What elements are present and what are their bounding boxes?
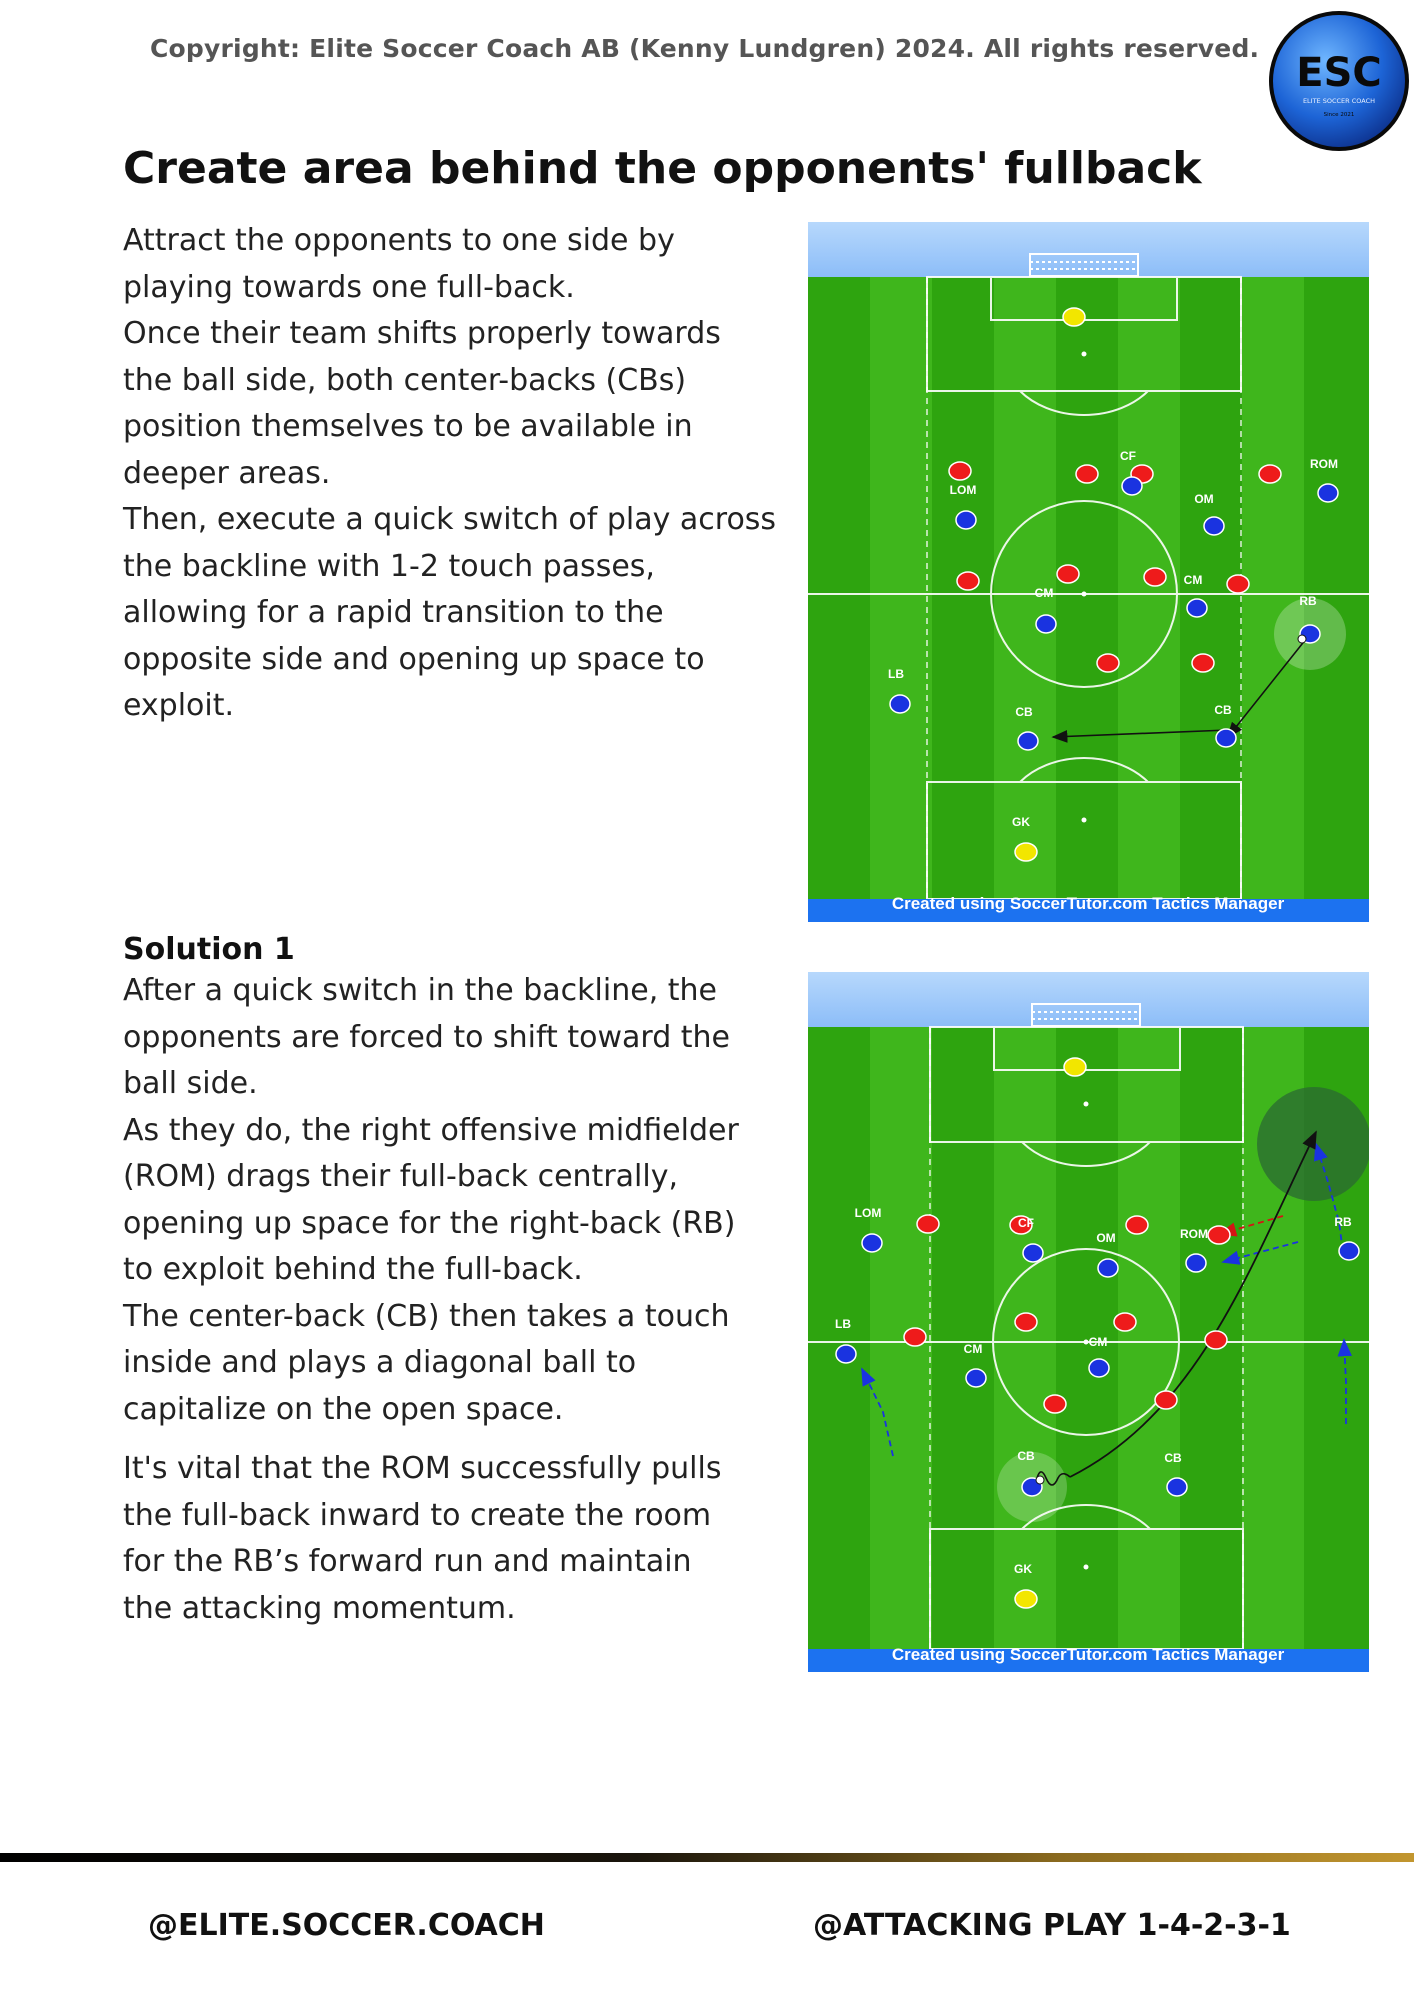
- text-line: playing towards one full-back.: [123, 269, 575, 305]
- text-line: the backline with 1-2 touch passes,: [123, 548, 655, 584]
- label-cf: CF: [1018, 1216, 1034, 1230]
- label-rom: ROM: [1180, 1227, 1208, 1241]
- page-title: Create area behind the opponents' fullba…: [123, 143, 1202, 194]
- text-line: As they do, the right offensive midfield…: [123, 1112, 739, 1148]
- label-lom: LOM: [950, 483, 977, 497]
- text-line: inside and plays a diagonal ball to: [123, 1345, 637, 1380]
- label-lb: LB: [888, 667, 904, 681]
- text-line: the ball side, both center-backs (CBs): [123, 362, 687, 398]
- label-cm-left: CM: [1035, 586, 1054, 600]
- text-line: deeper areas.: [123, 455, 331, 491]
- text-line: The center-back (CB) then takes a touch: [123, 1298, 730, 1334]
- footer-topic: @ATTACKING PLAY 1-4-2-3-1: [813, 1908, 1291, 1943]
- label-cb-left: CB: [1017, 1449, 1035, 1463]
- text-line: Attract the opponents to one side by: [123, 223, 675, 258]
- label-cb-right: CB: [1214, 703, 1232, 717]
- label-gk: GK: [1012, 815, 1030, 829]
- tactics-diagram-2: LOM CF OM ROM RB LB CM CM CB CB GK Creat…: [808, 972, 1369, 1672]
- esc-logo: ESC ELITE SOCCER COACH Since 2021: [1269, 11, 1409, 151]
- text-line: After a quick switch in the backline, th…: [123, 973, 717, 1008]
- label-cb-left: CB: [1015, 705, 1033, 719]
- label-lom: LOM: [855, 1206, 882, 1220]
- label-rb: RB: [1334, 1215, 1352, 1229]
- text-line: ball side.: [123, 1066, 258, 1101]
- text-line: exploit.: [123, 688, 235, 723]
- text-line: opposite side and opening up space to: [123, 641, 705, 677]
- footer-handle: @ELITE.SOCCER.COACH: [148, 1908, 545, 1943]
- copyright-notice: Copyright: Elite Soccer Coach AB (Kenny …: [150, 34, 1260, 63]
- text-line: allowing for a rapid transition to the: [123, 595, 664, 630]
- label-rom: ROM: [1310, 457, 1338, 471]
- svg-text:ELITE SOCCER COACH: ELITE SOCCER COACH: [1303, 97, 1375, 105]
- diagram-credit: Created using SoccerTutor.com Tactics Ma…: [892, 1645, 1285, 1664]
- label-cb-right: CB: [1164, 1451, 1182, 1465]
- text-line: the full-back inward to create the room: [123, 1497, 712, 1533]
- text-line: for the RB’s forward run and maintain: [123, 1544, 692, 1579]
- text-line: position themselves to be available in: [123, 409, 693, 444]
- tactics-diagram-1: CF ROM LOM OM CM CM RB LB CB CB GK Creat…: [808, 222, 1369, 922]
- svg-text:ESC: ESC: [1296, 50, 1382, 96]
- label-cm-left: CM: [964, 1342, 983, 1356]
- label-gk: GK: [1014, 1562, 1032, 1576]
- label-cm-right: CM: [1184, 573, 1203, 587]
- text-line: (ROM) drags their full-back centrally,: [123, 1159, 678, 1194]
- emphasis-paragraph: It's vital that the ROM successfully pul…: [123, 1446, 721, 1632]
- footer-divider: [0, 1853, 1414, 1862]
- solution-heading: Solution 1: [123, 932, 295, 967]
- text-line: It's vital that the ROM successfully pul…: [123, 1451, 722, 1486]
- text-line: to exploit behind the full-back.: [123, 1252, 583, 1287]
- text-line: Once their team shifts properly towards: [123, 316, 721, 351]
- text-line: the attacking momentum.: [123, 1590, 516, 1626]
- text-line: opening up space for the right-back (RB): [123, 1205, 736, 1241]
- opponent-players: [903, 1214, 1231, 1414]
- opponent-players: [948, 461, 1282, 673]
- diagram-credit: Created using SoccerTutor.com Tactics Ma…: [892, 894, 1285, 913]
- text-line: opponents are forced to shift toward the: [123, 1019, 731, 1055]
- intro-paragraph: Attract the opponents to one side by pla…: [123, 218, 776, 730]
- label-om: OM: [1194, 492, 1213, 506]
- own-players: [889, 476, 1339, 751]
- text-line: Then, execute a quick switch of play acr…: [123, 502, 777, 537]
- label-rb: RB: [1299, 594, 1317, 608]
- label-cm-right: CM: [1089, 1335, 1108, 1349]
- text-line: capitalize on the open space.: [123, 1391, 564, 1427]
- label-cf: CF: [1120, 449, 1136, 463]
- solution-paragraph: After a quick switch in the backline, th…: [123, 968, 739, 1433]
- label-om: OM: [1096, 1231, 1115, 1245]
- svg-text:Since 2021: Since 2021: [1324, 112, 1355, 118]
- label-lb: LB: [835, 1317, 851, 1331]
